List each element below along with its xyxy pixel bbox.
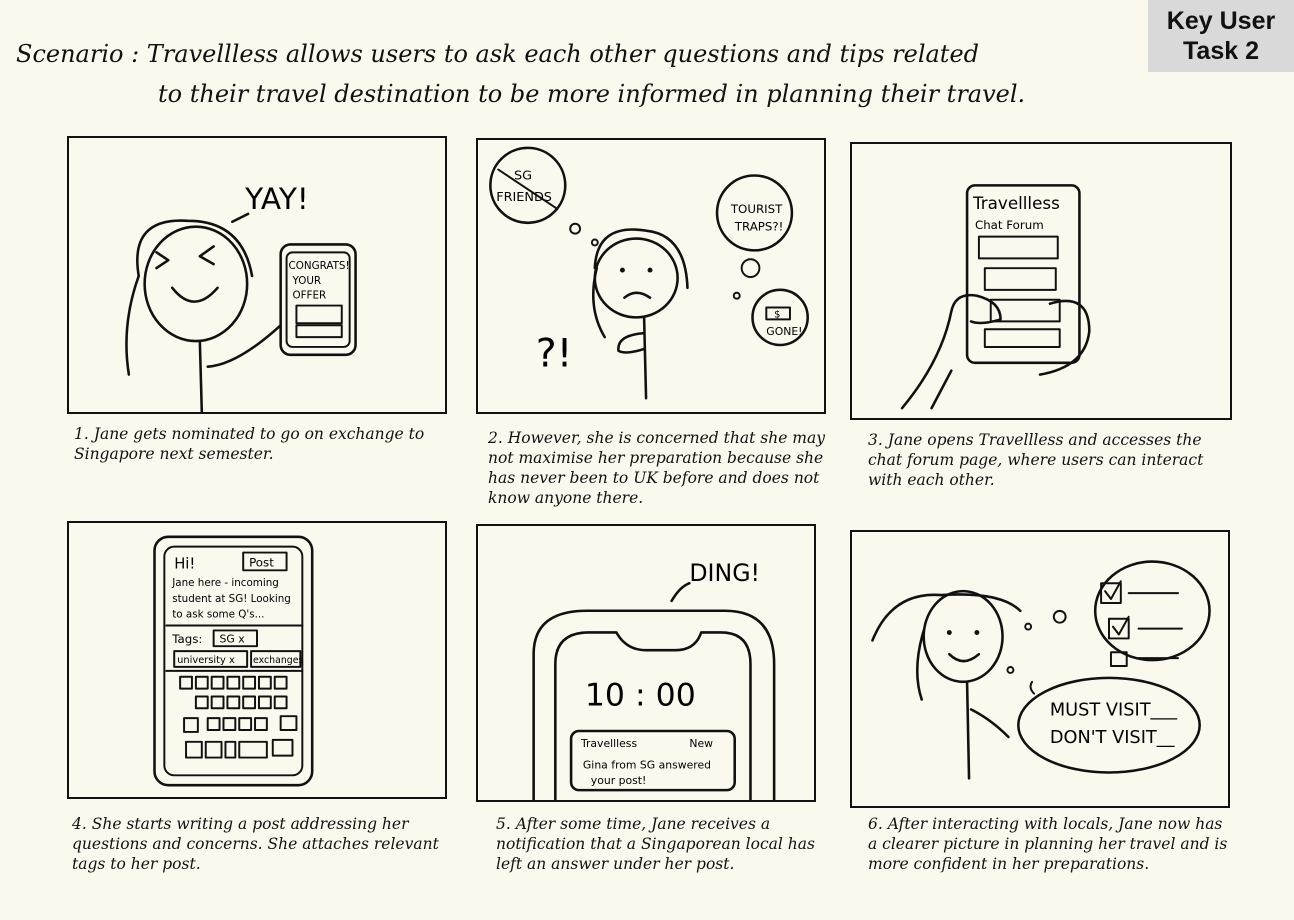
caption-number: 3. — [868, 431, 883, 449]
storyboard-panel-5: DING! 10 : 00 Travellless New Gina from … — [476, 524, 816, 802]
storyboard-panel-1: YAY! CONGRATS! YOUR OFFER — [67, 136, 447, 414]
storyboard-panel-3: Travellless Chat Forum — [850, 142, 1232, 420]
tag-university: university x — [177, 655, 235, 666]
caption-number: 5. — [496, 815, 511, 833]
storyboard-panel-2: SG FRIENDS ?! TOURIST TRAPS?! $ GONE! — [476, 138, 826, 414]
phone-offer-text: OFFER — [292, 290, 326, 302]
post-body-line-2: student at SG! Looking — [172, 593, 291, 605]
notification-line-2: your post! — [591, 774, 647, 787]
caption-number: 2. — [488, 429, 503, 447]
question-marks: ?! — [536, 331, 573, 377]
caption-text: However, she is concerned that she may n… — [488, 429, 825, 507]
tags-label: Tags: — [171, 632, 202, 646]
post-hi-text: Hi! — [174, 555, 195, 572]
caption-text: After some time, Jane receives a notific… — [496, 815, 815, 873]
caption-panel-1: 1. Jane gets nominated to go on exchange… — [74, 424, 444, 464]
caption-text: Jane gets nominated to go on exchange to… — [74, 425, 425, 463]
gone-text: GONE! — [766, 325, 802, 338]
post-body-line-3: to ask some Q's... — [172, 609, 264, 621]
yay-text: YAY! — [244, 182, 309, 216]
scenario-line-2: to their travel destination to be more i… — [158, 80, 1026, 108]
caption-panel-2: 2. However, she is concerned that she ma… — [488, 428, 846, 508]
caption-number: 6. — [868, 815, 883, 833]
post-button-label: Post — [249, 555, 274, 569]
caption-panel-4: 4. She starts writing a post addressing … — [72, 814, 442, 874]
phone-your-text: YOUR — [291, 275, 321, 287]
storyboard-panel-6: MUST VISIT___ DON'T VISIT__ — [850, 530, 1230, 808]
notification-new: New — [689, 737, 713, 750]
caption-number: 4. — [72, 815, 87, 833]
chat-forum-text: Chat Forum — [975, 218, 1044, 232]
app-name-text: Travellless — [972, 193, 1060, 213]
phone-congrats-text: CONGRATS! — [289, 260, 350, 272]
clock-time: 10 : 00 — [585, 677, 696, 713]
traps-text: TRAPS?! — [734, 220, 784, 234]
caption-text: She starts writing a post addressing her… — [72, 815, 439, 873]
caption-panel-3: 3. Jane opens Travellless and accesses t… — [868, 430, 1228, 490]
dollar-text: $ — [774, 309, 780, 320]
tag-exchanges: exchanges — [253, 655, 303, 666]
caption-panel-6: 6. After interacting with locals, Jane n… — [868, 814, 1228, 874]
must-visit-text: MUST VISIT___ — [1050, 700, 1178, 720]
friends-text: FRIENDS — [496, 190, 552, 205]
tourist-text: TOURIST — [730, 202, 783, 216]
caption-number: 1. — [74, 425, 89, 443]
badge-line-2: Task 2 — [1183, 37, 1259, 65]
post-body-line-1: Jane here - incoming — [171, 577, 279, 589]
caption-text: Jane opens Travellless and accesses the … — [868, 431, 1204, 489]
ding-text: DING! — [689, 559, 760, 587]
sg-text: SG — [514, 168, 532, 183]
badge-line-1: Key User — [1166, 7, 1276, 35]
caption-panel-5: 5. After some time, Jane receives a noti… — [496, 814, 836, 874]
notification-line-1: Gina from SG answered — [583, 758, 711, 771]
caption-text: After interacting with locals, Jane now … — [868, 815, 1228, 873]
tag-sg: SG x — [220, 632, 246, 645]
scenario-line-1: Scenario : Travellless allows users to a… — [16, 40, 980, 68]
scenario-text: Scenario : Travellless allows users to a… — [16, 34, 1136, 114]
notification-app: Travellless — [580, 737, 638, 750]
dont-visit-text: DON'T VISIT__ — [1050, 728, 1176, 748]
storyboard-panel-4: Hi! Post Jane here - incoming student at… — [67, 521, 447, 799]
key-user-task-badge: Key User Task 2 — [1148, 0, 1294, 72]
